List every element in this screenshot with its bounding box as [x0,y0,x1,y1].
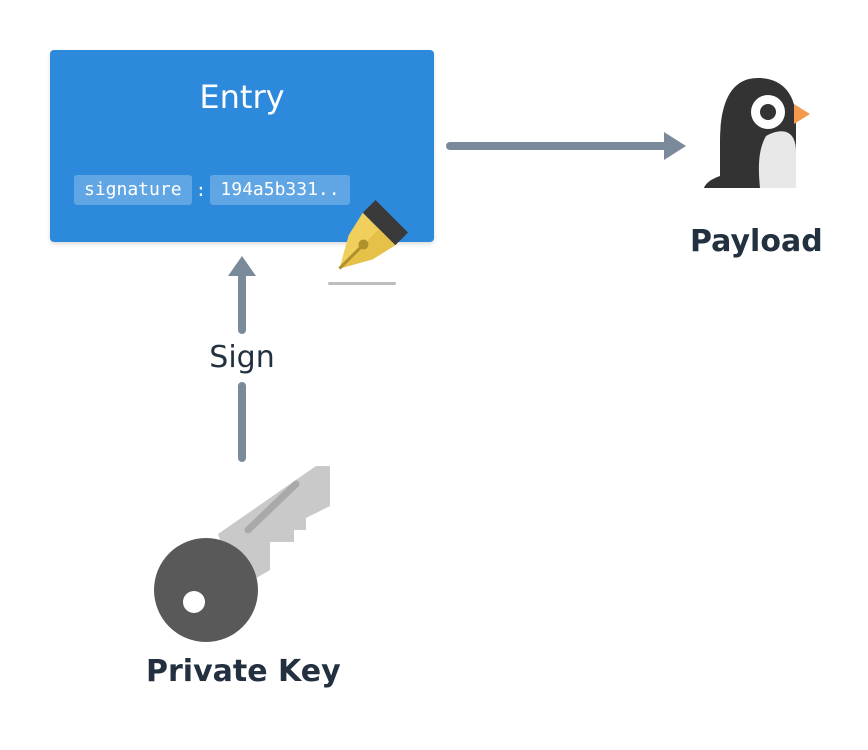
penguin-icon [704,78,810,188]
private-key-label: Private Key [146,654,341,689]
field-name-chip: signature [74,175,192,205]
pen-nib-icon [328,199,409,285]
field-separator: : [195,179,207,201]
entry-card: Entry signature : 194a5b331.. [50,50,434,242]
field-value-chip: 194a5b331.. [210,175,350,205]
entry-title: Entry [199,78,285,116]
signature-field: signature : 194a5b331.. [74,175,350,205]
sign-label: Sign [209,340,275,375]
payload-label: Payload [690,224,823,259]
